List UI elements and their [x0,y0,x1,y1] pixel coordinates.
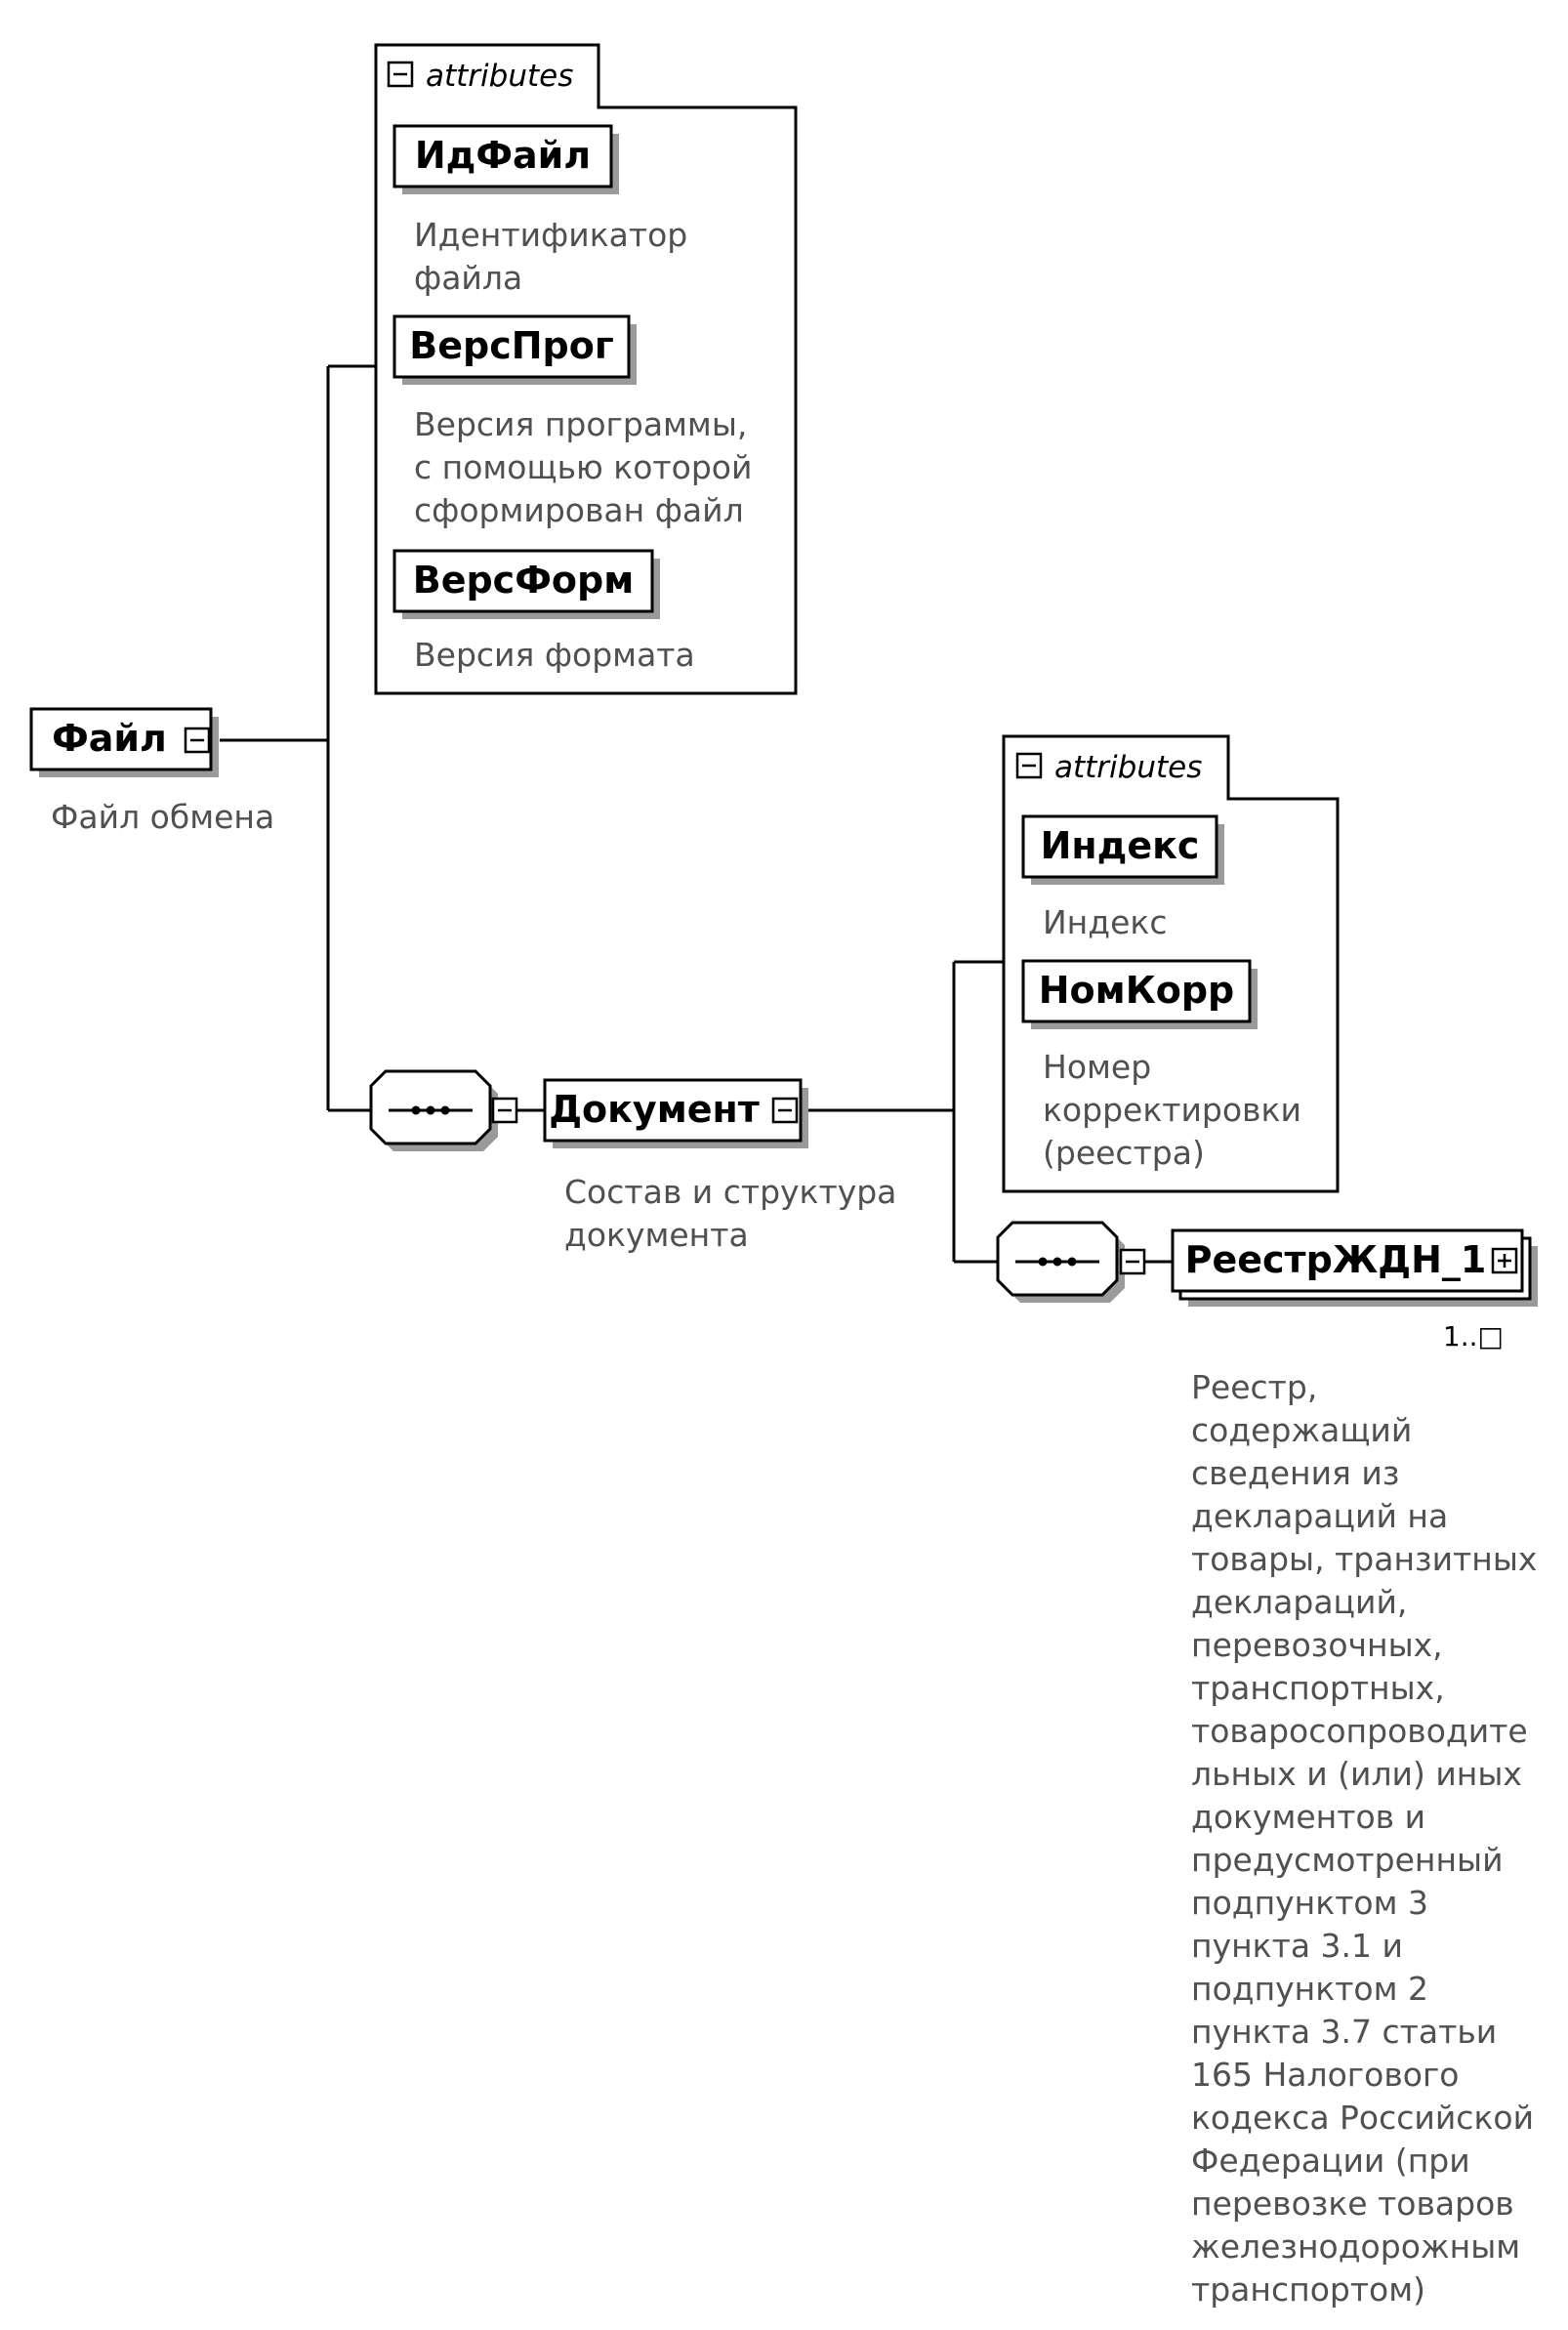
registry-doc-line: сведения из [1191,1454,1399,1492]
attribute-versform-label: ВерсФорм [413,559,635,602]
attribute-idfile-doc-line-2: файла [414,259,522,297]
root-attributes-tab-label: attributes [426,59,573,94]
element-file-label: Файл [52,717,167,760]
registry-doc-line: 165 Налогового [1191,2056,1460,2094]
attribute-nomkorr[interactable]: НомКорр [1021,959,1258,1029]
attribute-index[interactable]: Индекс [1021,814,1224,885]
element-file-doc-line-1: Файл обмена [51,798,274,836]
element-file-collapse-toggle[interactable] [184,727,211,754]
connector-lines [220,364,1173,1264]
attribute-idfile-label: ИдФайл [415,134,591,177]
element-registry-multiplicity: 1..□ [1443,1320,1504,1352]
registry-doc-line: деклараций, [1191,1583,1407,1621]
element-document-label: Документ [549,1088,760,1131]
document-attributes-collapse-toggle[interactable] [1015,752,1043,779]
registry-doc-line: содержащий [1191,1411,1412,1449]
attribute-versprog-doc-line-1: Версия программы, [414,405,747,443]
element-document-doc-line-1: Состав и структура [564,1173,896,1211]
registry-doc-line: Федерации (при [1191,2142,1470,2180]
attribute-versform-doc-line-1: Версия формата [414,636,695,674]
element-document[interactable]: Документ [543,1078,808,1148]
sequence-2-collapse-toggle[interactable] [1119,1248,1146,1275]
registry-doc-line: перевозке товаров [1191,2184,1514,2223]
registry-doc-line: пункта 3.7 статьи [1191,2013,1497,2051]
sequence-dot [426,1105,435,1115]
sequence-dot [1052,1257,1062,1267]
registry-doc-line: льных и (или) иных [1191,1755,1522,1793]
attribute-versprog-doc-line-2: с помощью которой [414,448,752,486]
attribute-nomkorr-doc-line-3: (реестра) [1043,1134,1205,1172]
attribute-versprog-label: ВерсПрог [409,324,613,367]
element-document-doc-line-2: документа [564,1216,749,1254]
attribute-idfile[interactable]: ИдФайл [392,124,619,194]
registry-doc-line: деклараций на [1191,1497,1448,1535]
sequence-dot [411,1105,421,1115]
attribute-idfile-doc-line-1: Идентификатор [414,216,687,254]
registry-doc-line: предусмотренный [1191,1841,1504,1879]
element-registry[interactable]: РеестрЖДН_1 [1171,1228,1538,1307]
sequence-dot [1067,1257,1077,1267]
document-attributes-panel: attributes Индекс Индекс НомКорр Номер к… [1002,734,1340,1193]
attribute-versform[interactable]: ВерсФорм [392,549,660,619]
sequence-1-collapse-toggle[interactable] [491,1097,518,1124]
registry-doc-line: документов и [1191,1798,1425,1836]
registry-doc-line: пункта 3.1 и [1191,1927,1403,1965]
sequence-compositor-2[interactable] [996,1221,1125,1303]
attribute-index-doc-line-1: Индекс [1043,903,1167,941]
registry-doc-line: товары, транзитных [1191,1540,1537,1578]
attribute-nomkorr-doc-line-1: Номер [1043,1048,1151,1086]
root-attributes-collapse-toggle[interactable] [387,61,414,88]
attribute-index-label: Индекс [1041,824,1200,867]
registry-doc-line: кодекса Российской [1191,2099,1534,2137]
sequence-dot [1038,1257,1048,1267]
registry-doc-line: подпунктом 3 [1191,1884,1428,1922]
registry-doc-line: подпунктом 2 [1191,1970,1428,2008]
attribute-versprog[interactable]: ВерсПрог [392,314,637,385]
attribute-nomkorr-doc-line-2: корректировки [1043,1091,1301,1129]
registry-doc-line: товаросопроводите [1191,1712,1528,1750]
document-attributes-tab-label: attributes [1054,750,1202,785]
registry-doc-line: транспортом) [1191,2270,1425,2309]
attribute-versprog-doc-line-3: сформирован файл [414,491,744,529]
element-document-collapse-toggle[interactable] [771,1097,799,1124]
element-registry-expand-toggle[interactable] [1491,1247,1518,1274]
element-registry-documentation: Реестр, содержащий сведения из деклараци… [1191,1368,1537,2309]
registry-doc-line: Реестр, [1191,1368,1317,1406]
element-registry-label: РеестрЖДН_1 [1185,1238,1487,1281]
element-file[interactable]: Файл [29,707,219,777]
registry-doc-line: перевозочных, [1191,1626,1443,1664]
sequence-dot [440,1105,450,1115]
sequence-compositor-1[interactable] [369,1069,498,1151]
registry-doc-line: железнодорожным [1191,2227,1520,2266]
registry-doc-line: транспортных, [1191,1669,1445,1707]
root-attributes-panel: attributes ИдФайл Идентификатор файла Ве… [374,43,798,695]
attribute-nomkorr-label: НомКорр [1039,969,1235,1012]
